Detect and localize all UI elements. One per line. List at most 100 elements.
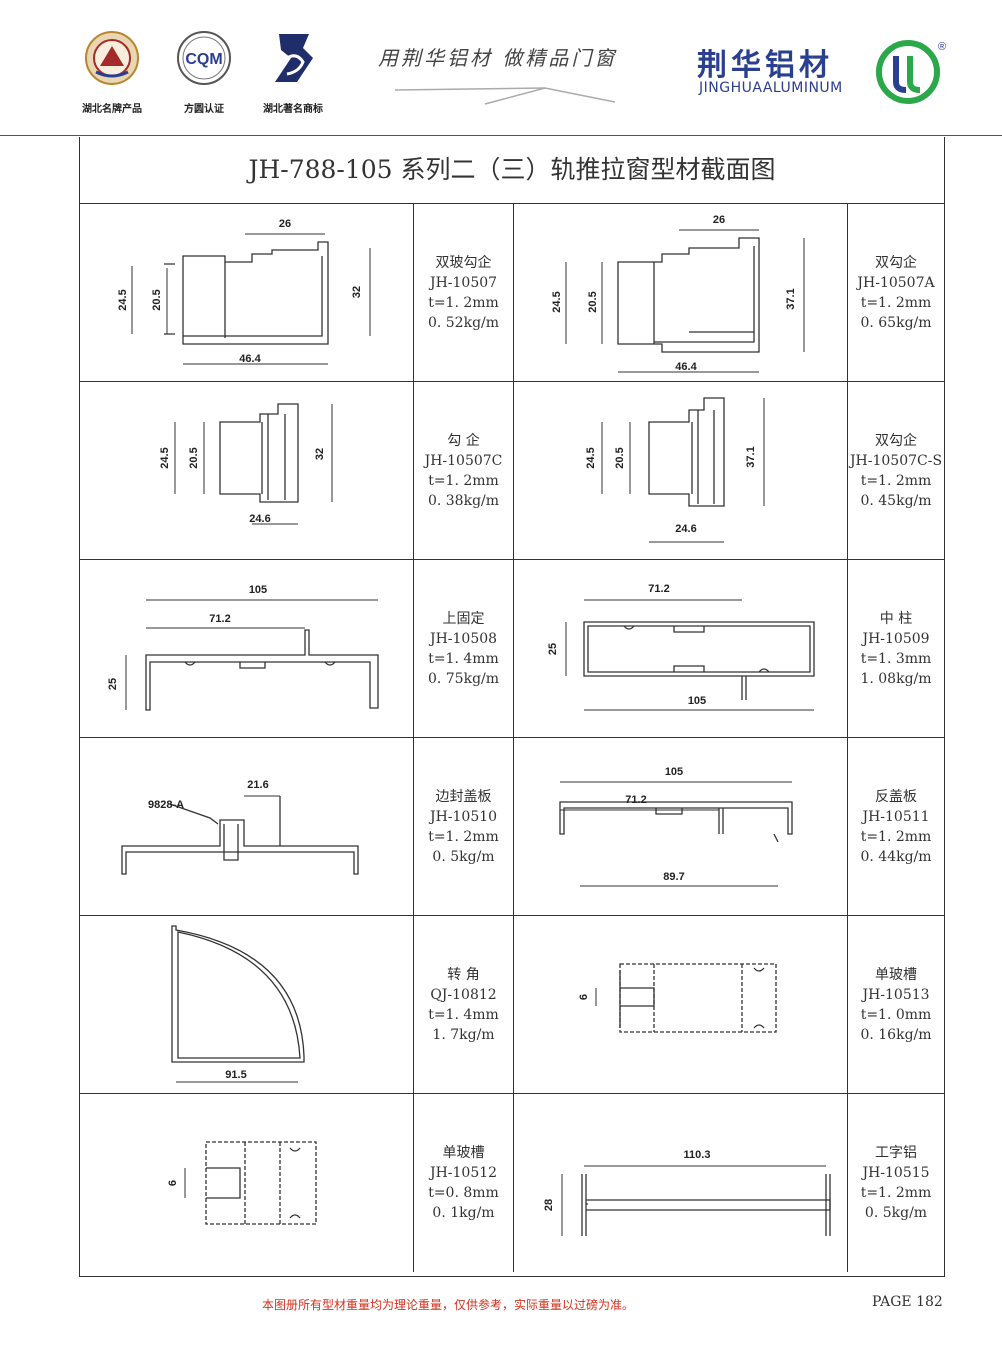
profile-name: 上固定 [442, 610, 485, 627]
profile-thickness: t=1. 2mm [428, 294, 499, 311]
profile-info-cell: 上固定 JH-10508 t=1. 4mm 0. 75kg/m [413, 560, 513, 737]
table-row: 6 单玻槽 JH-10512 t=0. 8mm 0. 1kg/m [80, 1094, 944, 1272]
profile-drawing-jh10509: 71.2 25 105 [547, 583, 815, 711]
dim-label: 71.2 [625, 794, 646, 806]
profile-name: 单玻槽 [875, 966, 917, 983]
dim-label: 91.5 [225, 1069, 246, 1081]
dim-label: 24.5 [551, 291, 563, 312]
dim-label: 6 [578, 994, 590, 1000]
profile-drawing-jh10507: 26 24.5 20.5 32 46.4 [117, 218, 371, 365]
dim-label: 24.6 [249, 513, 270, 525]
slogan-underline-decoration [395, 87, 615, 105]
page-number: PAGE 182 [872, 1294, 943, 1310]
profile-name: 双玻勾企 [435, 254, 492, 271]
profile-drawing-cell: 26 24.5 20.5 37.1 46.4 [513, 204, 847, 381]
profile-drawing-cell: 9828-A 21.6 [80, 738, 413, 915]
profile-name: 工字铝 [875, 1145, 917, 1161]
profile-drawing-cell: 105 71.2 89.7 [513, 738, 847, 915]
profile-drawing-cell: 110.3 28 [513, 1094, 847, 1272]
profile-info-cell: 中 柱 JH-10509 t=1. 3mm 1. 08kg/m [847, 560, 944, 737]
profile-drawing-cell: 71.2 25 105 [513, 560, 847, 737]
dim-label: 24.6 [675, 523, 696, 535]
profile-info-cell: 双勾企 JH-10507A t=1. 2mm 0. 65kg/m [847, 204, 944, 381]
profile-drawing-cell: 26 24.5 20.5 32 46.4 [80, 204, 413, 381]
profile-code: JH-10515 [862, 1165, 930, 1181]
profile-name: 双勾企 [875, 254, 917, 271]
profile-code: QJ-10812 [430, 986, 497, 1003]
profile-info-cell: 反盖板 JH-10511 t=1. 2mm 0. 44kg/m [847, 738, 944, 915]
cqm-certification-seal-icon: CQM [177, 31, 231, 85]
profile-info-cell: 工字铝 JH-10515 t=1. 2mm 0. 5kg/m [847, 1094, 944, 1272]
dim-label: 20.5 [587, 291, 599, 312]
table-row: 26 24.5 20.5 32 46.4 双玻勾企 JH-10507 t=1. … [80, 204, 944, 382]
profile-code: JH-10507A [857, 274, 935, 291]
dim-label: 89.7 [663, 871, 684, 883]
profile-drawing-jh10510: 9828-A 21.6 [121, 779, 359, 875]
profile-name: 转 角 [447, 966, 480, 983]
profile-drawing-jh10507a: 26 24.5 20.5 37.1 46.4 [551, 214, 805, 373]
dim-label: 46.4 [239, 353, 261, 365]
profile-drawing-cell: 105 71.2 25 [80, 560, 413, 737]
profile-name: 反盖板 [875, 788, 917, 805]
dim-label: 26 [713, 214, 725, 226]
dim-label: 110.3 [684, 1149, 711, 1161]
profile-weight: 0. 16kg/m [860, 1026, 932, 1043]
dim-label: 46.4 [675, 361, 697, 373]
badge-label: 湖北名牌产品 [82, 104, 142, 115]
profile-info-cell: 单玻槽 JH-10512 t=0. 8mm 0. 1kg/m [413, 1094, 513, 1272]
profile-weight: 0. 5kg/m [432, 848, 495, 865]
profile-drawing-cell: 91.5 [80, 916, 413, 1093]
profile-drawing-qj10812: 91.5 [171, 925, 305, 1083]
dim-label: 20.5 [151, 289, 163, 310]
profile-drawing-jh10513: 6 [578, 963, 777, 1033]
profile-info-cell: 勾 企 JH-10507C t=1. 2mm 0. 38kg/m [413, 382, 513, 559]
profile-code: JH-10511 [862, 808, 930, 825]
profile-thickness: t=1. 2mm [860, 1185, 932, 1201]
dim-label: 105 [249, 584, 267, 596]
profile-info-cell: 边封盖板 JH-10510 t=1. 2mm 0. 5kg/m [413, 738, 513, 915]
profile-code: JH-10509 [862, 630, 930, 647]
profile-thickness: t=1. 4mm [428, 1006, 499, 1023]
profile-thickness: t=1. 2mm [428, 828, 499, 845]
profile-name: 中 柱 [879, 610, 913, 627]
profile-thickness: t=1. 4mm [428, 650, 499, 667]
profile-code: JH-10512 [429, 1165, 498, 1181]
famous-trademark-badge: 湖北著名商标 [253, 28, 333, 115]
profile-thickness: t=0. 8mm [428, 1185, 499, 1201]
slogan: 用荆华铝材 做精品门窗 [378, 46, 618, 70]
profile-info-cell: 双勾企 JH-10507C-S t=1. 2mm 0. 45kg/m [847, 382, 944, 559]
jinghua-logo-icon: ® [876, 40, 946, 104]
dim-label: 28 [543, 1199, 555, 1211]
dim-label: 71.2 [648, 583, 669, 595]
profile-drawing-cell: 24.5 20.5 32 24.6 [80, 382, 413, 559]
famous-trademark-logo-icon [275, 34, 313, 82]
profile-name: 单玻槽 [442, 1145, 485, 1161]
page-title: JH-788-105 系列二（三）轨推拉窗型材截面图 [80, 137, 944, 204]
profile-code: JH-10507C [424, 452, 503, 469]
dim-label: 71.2 [209, 613, 230, 625]
profile-weight: 1. 08kg/m [860, 670, 932, 687]
weight-disclaimer: 本图册所有型材重量均为理论重量，仅供参考，实际重量以过磅为准。 [262, 1298, 635, 1312]
brand-name-en: JINGHUAALUMINUM [699, 80, 843, 96]
dim-label: 6 [167, 1180, 179, 1186]
registered-mark: ® [938, 41, 946, 53]
profile-thickness: t=1. 3mm [860, 650, 932, 667]
profile-drawing-jh10515: 110.3 28 [543, 1149, 831, 1236]
dim-label: 20.5 [188, 447, 200, 468]
profile-drawing-cell: 6 [80, 1094, 413, 1272]
dim-label: 25 [107, 678, 119, 690]
profile-weight: 0. 44kg/m [860, 848, 932, 865]
brand-name-cn: 荆华铝材 [697, 48, 833, 83]
profile-drawing-jh10511: 105 71.2 89.7 [559, 766, 793, 887]
table-row: 91.5 转 角 QJ-10812 t=1. 4mm 1. 7kg/m [80, 916, 944, 1094]
header-divider [0, 135, 1002, 136]
profile-drawing-jh10507cs: 24.5 20.5 37.1 24.6 [585, 397, 765, 543]
catalog-table: JH-788-105 系列二（三）轨推拉窗型材截面图 26 24.5 20.5 [79, 137, 945, 1277]
profile-drawing-jh10512: 6 [167, 1141, 317, 1225]
profile-code: JH-10507C-S [849, 452, 943, 469]
profile-weight: 0. 52kg/m [427, 314, 500, 331]
profile-info-cell: 单玻槽 JH-10513 t=1. 0mm 0. 16kg/m [847, 916, 944, 1093]
profile-weight: 0. 1kg/m [432, 1205, 495, 1221]
dim-label: 26 [279, 218, 291, 230]
cqm-seal-text: CQM [185, 51, 222, 68]
